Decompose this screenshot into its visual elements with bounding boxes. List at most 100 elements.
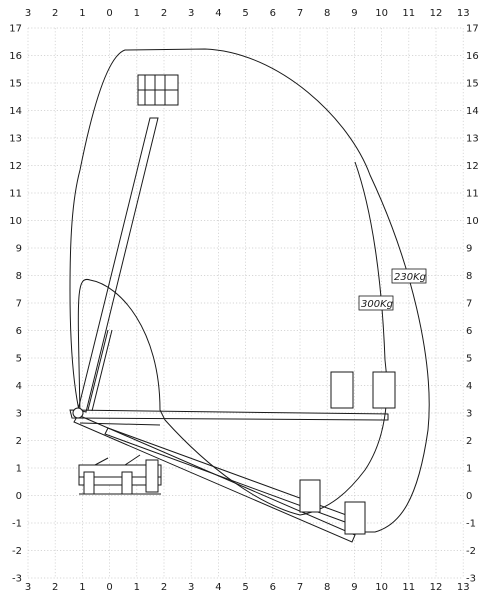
chassis-frame bbox=[78, 476, 162, 486]
y-tick-label: -2 bbox=[12, 546, 22, 557]
y-tick-label: 2 bbox=[466, 436, 472, 447]
x-tick-label: 3 bbox=[188, 582, 194, 593]
x-tick-label: 8 bbox=[324, 8, 330, 19]
x-tick-label: 5 bbox=[242, 582, 248, 593]
y-tick-label: 13 bbox=[466, 134, 479, 145]
rear-outrigger bbox=[121, 471, 133, 495]
grid bbox=[27, 27, 464, 579]
y-tick-label: 6 bbox=[466, 326, 472, 337]
label-230kg: 230Kg bbox=[391, 268, 427, 284]
x-tick-label: 11 bbox=[402, 582, 415, 593]
x-tick-label: 13 bbox=[457, 582, 470, 593]
x-tick-label: 4 bbox=[215, 582, 221, 593]
y-tick-label: 12 bbox=[9, 161, 22, 172]
label-300kg-text: 300Kg bbox=[361, 299, 393, 310]
y-tick-label: 3 bbox=[466, 409, 472, 420]
x-tick-label: 3 bbox=[25, 8, 31, 19]
y-tick-label: 8 bbox=[466, 271, 472, 282]
x-tick-label: 3 bbox=[25, 582, 31, 593]
x-tick-label: 4 bbox=[215, 8, 221, 19]
x-tick-label: 5 bbox=[242, 8, 248, 19]
y-tick-label: 3 bbox=[16, 409, 22, 420]
y-tick-label: -3 bbox=[12, 574, 22, 585]
horizontal-boom-cylinder bbox=[79, 422, 161, 426]
turret-strut-2 bbox=[124, 454, 141, 466]
y-tick-label: 13 bbox=[9, 134, 22, 145]
x-tick-label: 13 bbox=[457, 8, 470, 19]
y-tick-label: 4 bbox=[466, 381, 472, 392]
y-tick-label: 7 bbox=[466, 299, 472, 310]
y-tick-label: 7 bbox=[16, 299, 22, 310]
turret-strut bbox=[94, 457, 109, 466]
x-tick-label: 10 bbox=[375, 582, 388, 593]
truck-chassis bbox=[78, 454, 162, 495]
label-230kg-box bbox=[391, 268, 427, 284]
y-tick-label: -1 bbox=[12, 519, 22, 530]
y-tick-label: 17 bbox=[466, 24, 479, 35]
y-tick-label: 4 bbox=[16, 381, 22, 392]
y-tick-label: 10 bbox=[466, 216, 479, 227]
inner-envelope-300kg bbox=[77, 161, 388, 516]
y-tick-label: 8 bbox=[16, 271, 22, 282]
x-tick-label: 10 bbox=[375, 8, 388, 19]
y-tick-label: 16 bbox=[9, 51, 22, 62]
front-outrigger bbox=[83, 471, 95, 495]
y-tick-label: 0 bbox=[466, 491, 472, 502]
y-tick-label: -2 bbox=[466, 546, 476, 557]
y-tick-label: 17 bbox=[9, 24, 22, 35]
x-tick-label: 12 bbox=[430, 582, 443, 593]
outer-envelope-230kg bbox=[69, 48, 430, 533]
horizontal-basket-inner bbox=[330, 371, 354, 409]
y-tick-label: 9 bbox=[466, 244, 472, 255]
rear-stabilizer bbox=[145, 459, 159, 493]
y-tick-label: 11 bbox=[9, 189, 22, 200]
x-tick-label: 2 bbox=[52, 8, 58, 19]
low-basket-outer bbox=[344, 501, 366, 535]
y-tick-label: 16 bbox=[466, 51, 479, 62]
x-tick-label: 2 bbox=[161, 8, 167, 19]
y-tick-label: 5 bbox=[16, 354, 22, 365]
vertical-boom-cylinder bbox=[87, 329, 109, 411]
x-tick-label: 6 bbox=[270, 8, 276, 19]
vertical-boom-outer bbox=[77, 117, 159, 413]
x-tick-label: 0 bbox=[106, 582, 112, 593]
x-tick-label: 2 bbox=[161, 582, 167, 593]
y-tick-label: 1 bbox=[466, 464, 472, 475]
low-boom-outer bbox=[73, 414, 356, 543]
x-tick-label: 6 bbox=[270, 582, 276, 593]
x-tick-label: 7 bbox=[297, 582, 303, 593]
y-tick-label: 14 bbox=[466, 106, 479, 117]
vertical-boom-cylinder-2 bbox=[91, 329, 113, 412]
y-tick-label: -1 bbox=[466, 519, 476, 530]
boom-horizontal bbox=[69, 371, 396, 426]
x-tick-label: 2 bbox=[52, 582, 58, 593]
y-tick-label: 11 bbox=[466, 189, 479, 200]
low-basket-inner bbox=[299, 479, 321, 513]
y-tick-label: 14 bbox=[9, 106, 22, 117]
y-tick-label: 2 bbox=[16, 436, 22, 447]
y-tick-label: 12 bbox=[466, 161, 479, 172]
y-tick-label: 6 bbox=[16, 326, 22, 337]
x-tick-label: 8 bbox=[324, 582, 330, 593]
x-tick-label: 9 bbox=[351, 8, 357, 19]
x-tick-label: 11 bbox=[402, 8, 415, 19]
boom-vertical bbox=[77, 74, 179, 413]
label-300kg: 300Kg bbox=[358, 295, 394, 311]
x-tick-label: 1 bbox=[79, 582, 85, 593]
label-300kg-box bbox=[358, 295, 394, 311]
x-tick-label: 9 bbox=[351, 582, 357, 593]
y-tick-label: -3 bbox=[466, 574, 476, 585]
y-tick-label: 1 bbox=[16, 464, 22, 475]
x-tick-label: 3 bbox=[188, 8, 194, 19]
x-tick-label: 1 bbox=[79, 8, 85, 19]
x-tick-label: 1 bbox=[134, 582, 140, 593]
x-tick-label: 7 bbox=[297, 8, 303, 19]
y-tick-label: 10 bbox=[9, 216, 22, 227]
horizontal-boom-outer bbox=[69, 409, 389, 421]
label-230kg-text: 230Kg bbox=[394, 272, 426, 283]
